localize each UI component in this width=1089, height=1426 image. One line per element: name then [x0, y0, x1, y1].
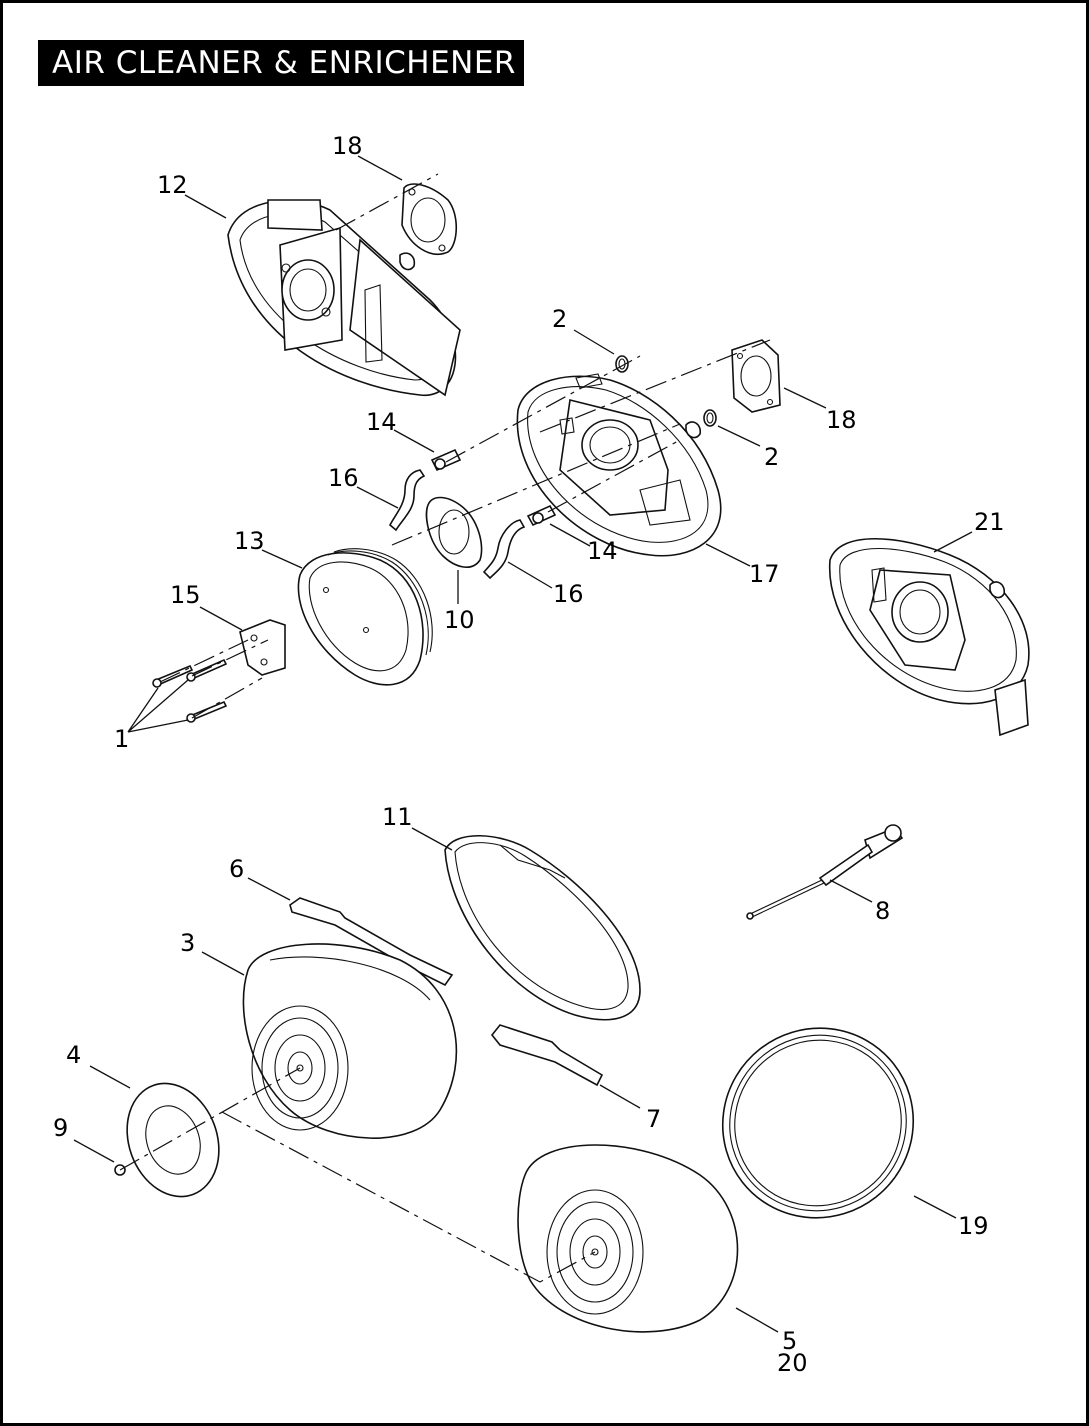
part-15-bracket	[239, 619, 286, 676]
callout-8: 8	[875, 897, 890, 925]
callout-16-upper: 16	[328, 464, 359, 492]
callout-17: 17	[749, 560, 780, 588]
callout-14-upper: 14	[366, 408, 397, 436]
callout-14-lower: 14	[587, 537, 618, 565]
part-13-filter-element	[297, 548, 433, 686]
callout-6: 6	[229, 855, 244, 883]
callout-21: 21	[974, 508, 1005, 536]
part-6-trim-strip	[289, 897, 454, 987]
callout-2-upper: 2	[552, 305, 567, 333]
callout-1: 1	[114, 725, 129, 753]
callout-7: 7	[646, 1105, 661, 1133]
callout-20: 20	[777, 1349, 808, 1377]
part-12-backplate	[227, 199, 461, 397]
callout-2-lower: 2	[764, 443, 779, 471]
assembly-centerlines	[119, 173, 771, 1283]
part-16-hose-lower	[482, 519, 526, 580]
part-11-seal	[444, 835, 641, 1021]
callout-11: 11	[382, 803, 413, 831]
part-2-o-ring-lower	[703, 409, 717, 427]
callout-16-lower: 16	[553, 580, 584, 608]
part-21-backplate-alt	[828, 538, 1030, 737]
part-8-enrichener-cable	[746, 824, 904, 920]
callout-5: 5	[782, 1327, 797, 1355]
callout-18-upper: 18	[332, 132, 363, 160]
page-title: AIR CLEANER & ENRICHENER	[38, 40, 524, 86]
callout-12: 12	[157, 171, 188, 199]
callout-15: 15	[170, 581, 201, 609]
part-1-screws	[152, 658, 228, 723]
part-18-gasket-right	[731, 339, 781, 413]
callout-13: 13	[234, 527, 265, 555]
part-18-gasket-upper	[401, 183, 458, 255]
callout-10: 10	[444, 606, 475, 634]
callout-9: 9	[53, 1114, 68, 1142]
callout-4: 4	[66, 1041, 81, 1069]
callout-3: 3	[180, 929, 195, 957]
callout-19: 19	[958, 1212, 989, 1240]
part-7-trim-strip	[490, 1024, 604, 1087]
part-16-hose-upper	[389, 469, 426, 532]
callout-18-right: 18	[826, 406, 857, 434]
leader-lines	[73, 155, 973, 1333]
callout-labels: 18 12 2 18 14 2 16 13 14 17 21 15 16 10 …	[53, 132, 1005, 1377]
part-17-backing-plate	[516, 373, 722, 557]
part-19-ring	[721, 1027, 915, 1219]
part-10-gasket	[425, 496, 483, 568]
part-3-outer-cover	[242, 943, 458, 1139]
part-4-insert	[126, 1082, 220, 1198]
part-14-fitting-lower	[526, 504, 557, 527]
part-14-fitting-upper	[430, 448, 462, 472]
part-5-alt-cover	[517, 1144, 739, 1333]
